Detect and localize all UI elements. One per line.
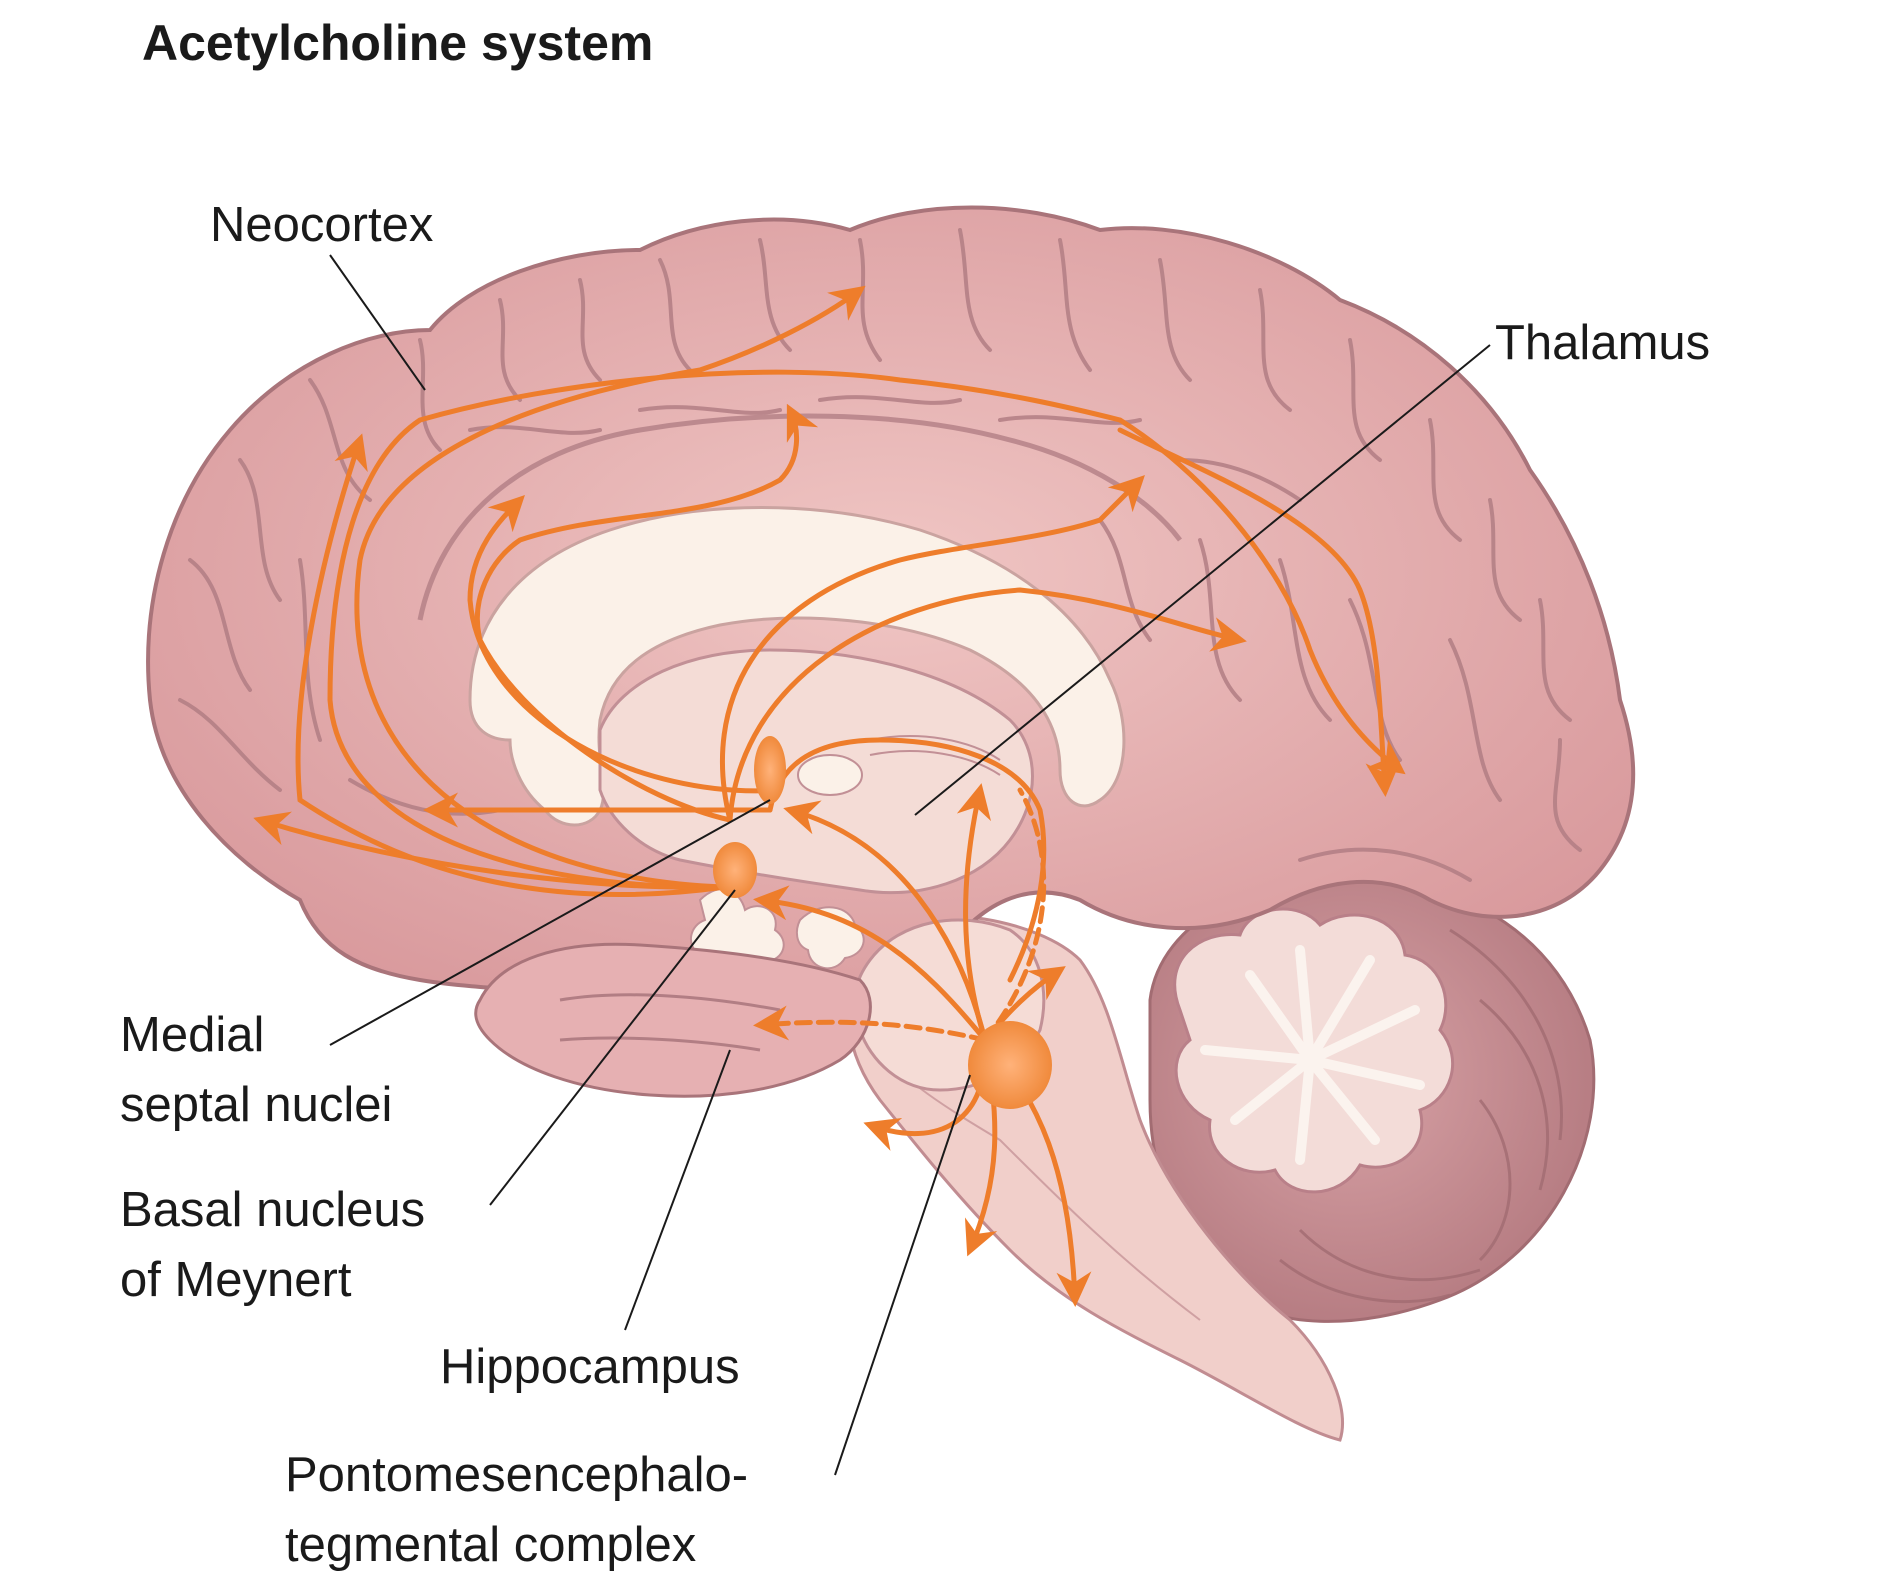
pmt-to-basal	[753, 885, 988, 1043]
pathway-posterior-1	[727, 587, 1247, 823]
leader-neocortex	[329, 254, 426, 391]
pathway-posterior-2	[1117, 427, 1401, 797]
leader-thalamus	[914, 344, 1491, 816]
diagram-title: Acetylcholine system	[142, 15, 654, 71]
pmt-complex-nucleus	[968, 1021, 1052, 1109]
label-basal-nucleus-of-meynert: Basal nucleus of Meynert	[120, 1183, 426, 1307]
pathway-parietal	[467, 495, 783, 794]
label-hippocampus: Hippocampus	[440, 1340, 740, 1394]
leader-basal-nucleus	[489, 889, 736, 1206]
pmt-to-thalamus-dashed	[982, 787, 1047, 1043]
medial-septal-nucleus	[754, 736, 786, 804]
leader-lines	[329, 254, 1491, 1476]
temporal-lobe	[474, 942, 872, 1098]
nuclei	[713, 736, 1052, 1109]
pathway-cingulate-1	[474, 403, 819, 823]
pathway-superior	[354, 285, 866, 890]
label-medial-septal-nuclei: Medial septal nuclei	[120, 1008, 393, 1132]
pathway-cingulate-2	[720, 475, 1145, 823]
label-neocortex: Neocortex	[210, 198, 434, 252]
pmt-to-thalamus	[956, 783, 992, 1043]
label-pmt-complex: Pontomesencephalo- tegmental complex	[285, 1448, 749, 1572]
label-thalamus: Thalamus	[1495, 316, 1711, 370]
pmt-to-hippocampus	[753, 1005, 988, 1043]
leader-medial-septal	[329, 799, 771, 1046]
basal-nucleus-of-meynert	[713, 842, 757, 898]
corpus-callosum	[468, 506, 1126, 827]
pathway-frontal-upper	[327, 369, 1406, 890]
leader-pmt	[834, 1074, 971, 1476]
cholinergic-pathways	[253, 285, 1406, 983]
leader-hippocampus	[624, 1049, 731, 1331]
pathway-frontal-lower	[295, 433, 728, 898]
